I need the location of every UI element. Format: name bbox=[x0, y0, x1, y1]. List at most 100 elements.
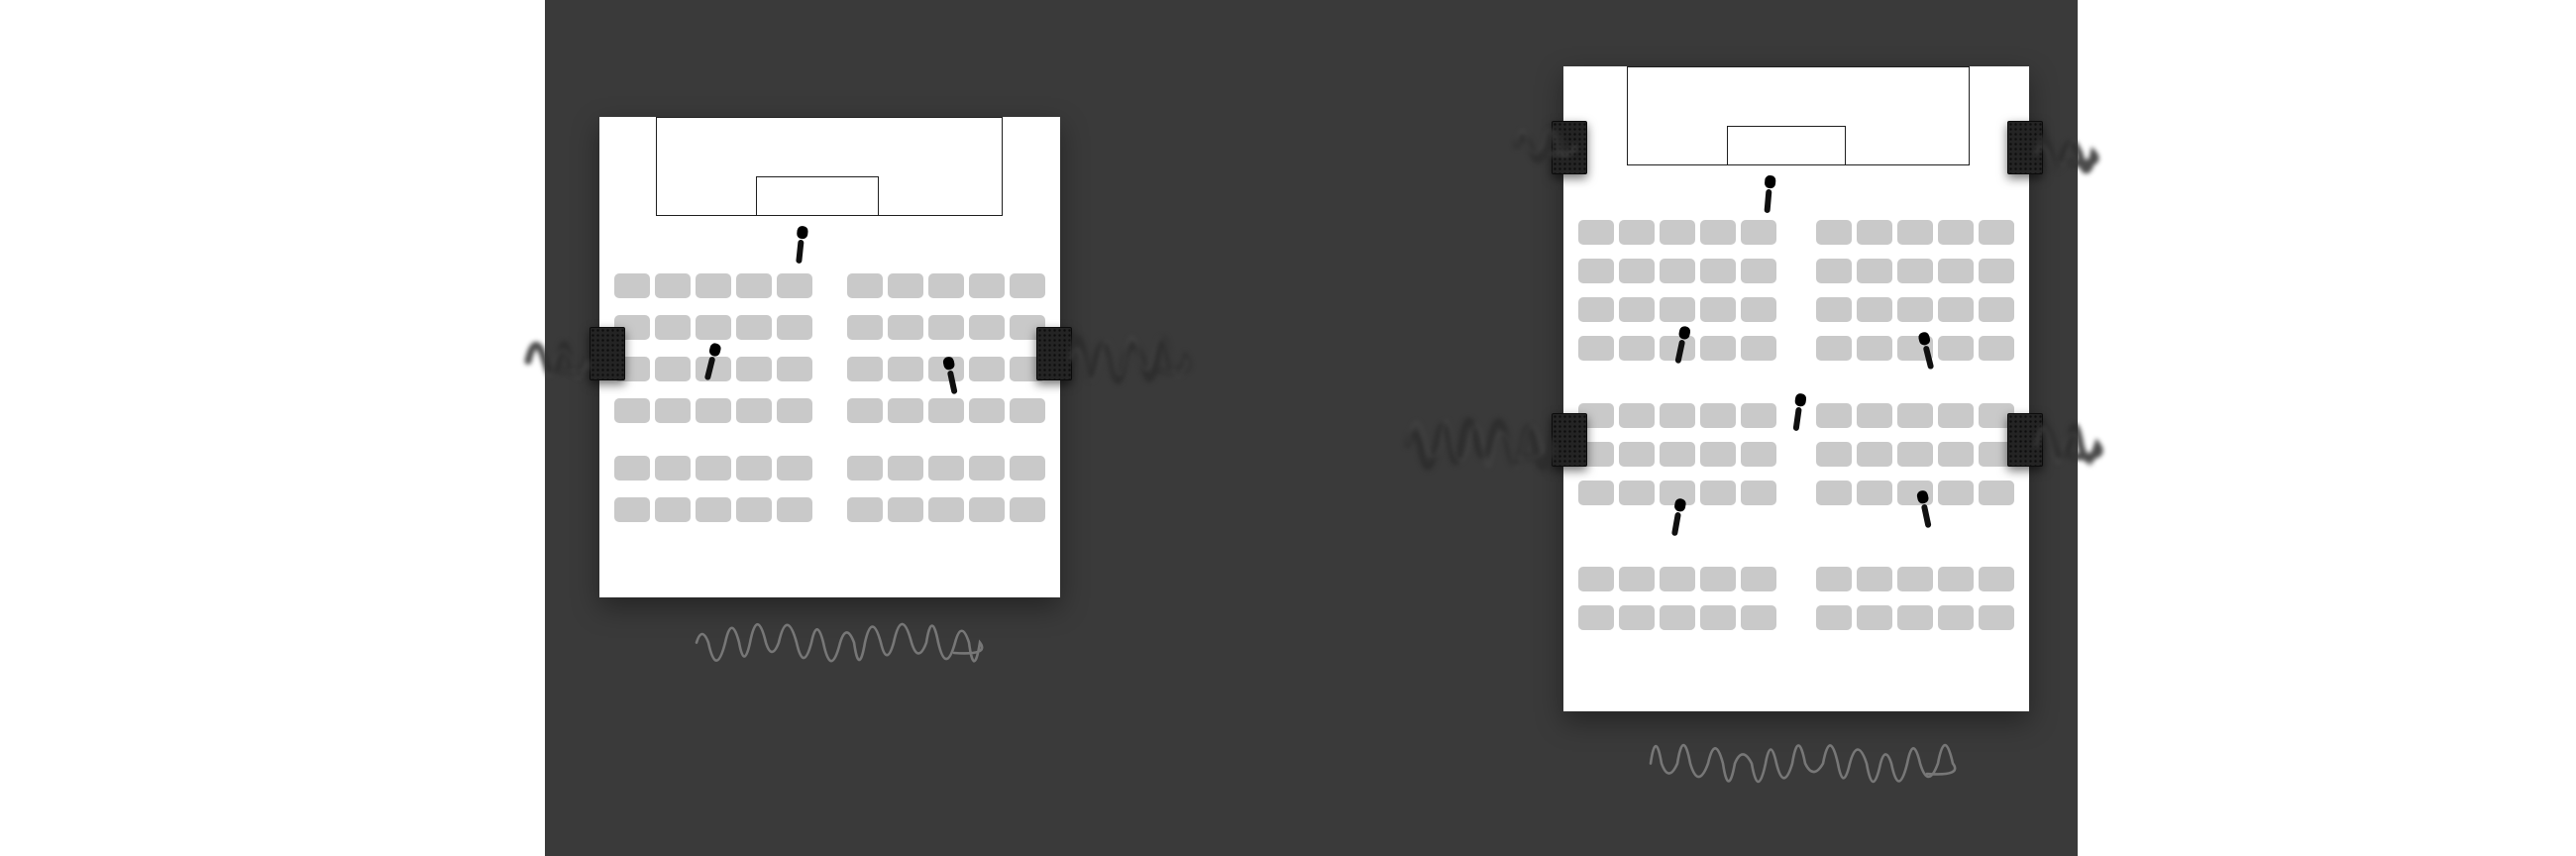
seat bbox=[888, 273, 923, 298]
seat bbox=[1619, 403, 1655, 428]
seat bbox=[1619, 297, 1655, 322]
microphone-head bbox=[707, 342, 722, 358]
shadow-smudge bbox=[2032, 422, 2103, 466]
seat bbox=[777, 357, 812, 381]
microphone-stem bbox=[1670, 511, 1681, 537]
microphone-stem bbox=[1922, 345, 1935, 371]
seat bbox=[736, 315, 772, 340]
seat bbox=[847, 357, 883, 381]
seat bbox=[614, 456, 650, 481]
seat bbox=[1660, 403, 1695, 428]
seat bbox=[847, 398, 883, 423]
seat bbox=[1578, 605, 1614, 630]
microphone-stem bbox=[703, 356, 716, 381]
seat bbox=[1619, 336, 1655, 361]
seat bbox=[1619, 220, 1655, 245]
seat bbox=[1741, 567, 1776, 591]
seat bbox=[1660, 442, 1695, 467]
seat bbox=[696, 398, 731, 423]
seat bbox=[1741, 297, 1776, 322]
seat bbox=[969, 273, 1005, 298]
shadow-smudge bbox=[524, 340, 591, 379]
seat bbox=[888, 497, 923, 522]
seat bbox=[1700, 481, 1736, 505]
shadow-smudge bbox=[2032, 135, 2099, 174]
microphone-head bbox=[1916, 331, 1931, 347]
seat bbox=[1816, 297, 1852, 322]
microphone-stem bbox=[946, 370, 958, 395]
microphone-icon bbox=[1915, 331, 1938, 373]
seat bbox=[847, 497, 883, 522]
seat bbox=[1816, 442, 1852, 467]
microphone-icon bbox=[1788, 392, 1807, 434]
seat bbox=[1938, 220, 1974, 245]
seat bbox=[1979, 481, 2014, 505]
seat bbox=[1857, 336, 1892, 361]
seat bbox=[1857, 481, 1892, 505]
seat bbox=[1857, 220, 1892, 245]
seat bbox=[777, 398, 812, 423]
seat bbox=[1578, 220, 1614, 245]
seat bbox=[1938, 481, 1974, 505]
seat bbox=[1578, 336, 1614, 361]
seat bbox=[1816, 403, 1852, 428]
seat bbox=[1619, 259, 1655, 283]
microphone-stem bbox=[796, 239, 805, 265]
seat bbox=[1660, 567, 1695, 591]
seat bbox=[1857, 567, 1892, 591]
microphone-stem bbox=[1764, 188, 1772, 214]
seat bbox=[1700, 605, 1736, 630]
speaker-icon bbox=[590, 327, 625, 380]
seat bbox=[1816, 220, 1852, 245]
seat bbox=[1010, 497, 1045, 522]
seat bbox=[1938, 605, 1974, 630]
seat bbox=[1010, 273, 1045, 298]
seat bbox=[1897, 220, 1933, 245]
seat bbox=[1897, 605, 1933, 630]
seat bbox=[928, 315, 964, 340]
seat bbox=[655, 497, 691, 522]
seat bbox=[1897, 403, 1933, 428]
microphone-head bbox=[941, 356, 955, 372]
seat bbox=[1619, 567, 1655, 591]
seat bbox=[1816, 605, 1852, 630]
seat bbox=[1700, 259, 1736, 283]
microphone-head bbox=[796, 225, 808, 240]
seat bbox=[1741, 403, 1776, 428]
seat bbox=[1578, 259, 1614, 283]
seat bbox=[888, 357, 923, 381]
seat bbox=[1010, 456, 1045, 481]
seat bbox=[928, 398, 964, 423]
seat bbox=[1897, 567, 1933, 591]
seat bbox=[1938, 259, 1974, 283]
seat bbox=[1578, 567, 1614, 591]
seat bbox=[1979, 259, 2014, 283]
microphone-stem bbox=[1792, 406, 1802, 432]
seat bbox=[1979, 567, 2014, 591]
seat bbox=[655, 273, 691, 298]
seat bbox=[1979, 336, 2014, 361]
podium bbox=[1727, 126, 1846, 165]
room-panel-room-small bbox=[590, 117, 1072, 663]
seat bbox=[614, 273, 650, 298]
seat bbox=[777, 497, 812, 522]
seat bbox=[1700, 336, 1736, 361]
seat bbox=[1857, 403, 1892, 428]
seat bbox=[1700, 297, 1736, 322]
seat bbox=[696, 497, 731, 522]
seat bbox=[1938, 336, 1974, 361]
seat bbox=[614, 398, 650, 423]
seat bbox=[1741, 259, 1776, 283]
seat bbox=[1700, 442, 1736, 467]
seat bbox=[1979, 220, 2014, 245]
seat bbox=[1700, 403, 1736, 428]
room-panel-room-large bbox=[1552, 66, 2043, 784]
microphone-head bbox=[1793, 392, 1807, 407]
seat bbox=[1700, 567, 1736, 591]
microphone-head bbox=[1915, 489, 1929, 505]
seat bbox=[736, 497, 772, 522]
seat bbox=[1700, 220, 1736, 245]
seat bbox=[1010, 398, 1045, 423]
seat bbox=[736, 456, 772, 481]
seat bbox=[736, 398, 772, 423]
